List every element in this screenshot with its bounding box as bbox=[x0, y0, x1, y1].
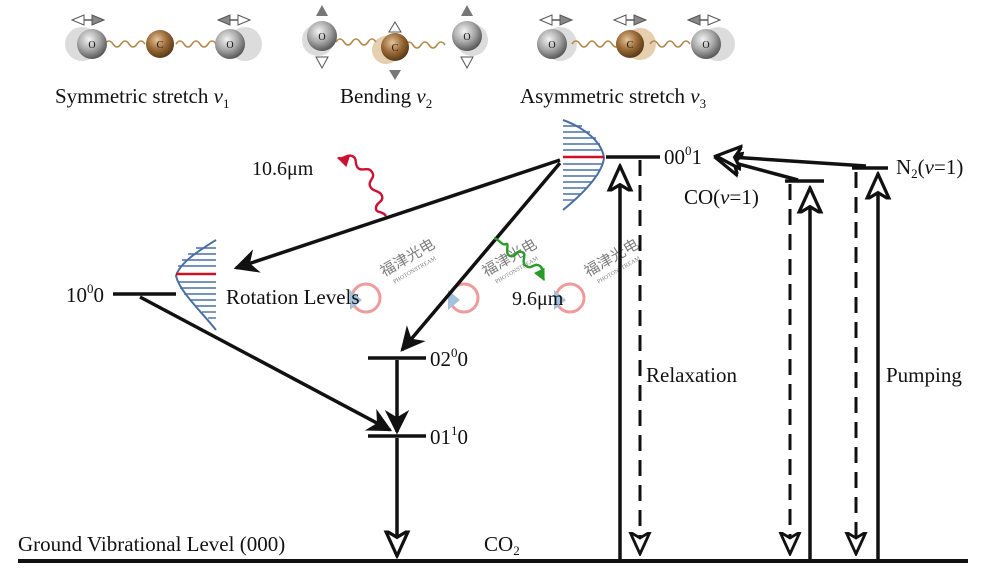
arrow-up-icon bbox=[461, 5, 473, 16]
level-011-label: 0110 bbox=[430, 423, 468, 449]
oxygen-atom bbox=[215, 29, 245, 59]
rotation-levels-lower bbox=[174, 239, 217, 331]
oxygen-atom bbox=[452, 21, 482, 51]
arrow-up-icon bbox=[316, 5, 328, 16]
level-n2-label: N2(v=1) bbox=[896, 155, 963, 181]
atom-label: O bbox=[88, 40, 95, 51]
double-arrow-icon bbox=[538, 14, 574, 26]
double-arrow-icon bbox=[70, 14, 106, 26]
arrow-down-icon bbox=[389, 70, 401, 80]
arrow-down-icon bbox=[315, 56, 329, 70]
mode-symmetric-label: Symmetric stretch v1 bbox=[55, 84, 229, 111]
photon-10-6-label: 10.6μm bbox=[252, 158, 314, 180]
watermark-logo-icon bbox=[554, 282, 586, 314]
rotation-levels-upper bbox=[562, 119, 606, 211]
co2-label: CO2 bbox=[484, 532, 520, 558]
atom-label: O bbox=[548, 40, 555, 51]
mode-asymmetric-label: Asymmetric stretch v3 bbox=[520, 84, 706, 111]
rotation-levels-label: Rotation Levels bbox=[226, 285, 360, 309]
transfer-n2-to-001 bbox=[716, 156, 867, 166]
mode-bending-label: Bending v2 bbox=[340, 84, 432, 111]
transition-001-to-100 bbox=[233, 158, 561, 273]
level-001-label: 0001 bbox=[664, 143, 702, 169]
ground-level-label: Ground Vibrational Level (000) bbox=[18, 532, 285, 556]
transition-001-to-020 bbox=[400, 161, 562, 352]
watermark-logo-icon bbox=[350, 282, 382, 314]
carbon-atom bbox=[146, 30, 174, 58]
arrow-down-icon bbox=[460, 56, 474, 70]
oxygen-atom bbox=[307, 21, 337, 51]
double-arrow-icon bbox=[216, 14, 252, 26]
atom-label: O bbox=[463, 32, 470, 43]
photon-9-6-label: 9.6μm bbox=[512, 288, 564, 310]
level-co-label: CO(v=1) bbox=[684, 185, 759, 209]
atom-label: O bbox=[226, 40, 233, 51]
carbon-atom bbox=[381, 33, 409, 61]
atom-label: C bbox=[392, 43, 399, 54]
mode-bending-molecule: O C O bbox=[302, 5, 488, 80]
carbon-atom bbox=[616, 30, 644, 58]
double-arrow-icon bbox=[686, 14, 722, 26]
oxygen-atom bbox=[77, 29, 107, 59]
photon-9-6-wave bbox=[493, 236, 546, 282]
double-arrow-icon bbox=[612, 14, 648, 26]
level-020-label: 0200 bbox=[430, 345, 468, 371]
pumping-label: Pumping bbox=[886, 363, 962, 387]
oxygen-atom bbox=[691, 29, 721, 59]
atom-label: O bbox=[702, 40, 709, 51]
mode-symmetric-molecule: O C O bbox=[65, 14, 262, 61]
oxygen-atom bbox=[537, 29, 567, 59]
mode-asymmetric-molecule: O C O bbox=[537, 14, 735, 61]
atom-label: C bbox=[627, 40, 634, 51]
watermark-logo-icon bbox=[448, 282, 480, 314]
relaxation-label: Relaxation bbox=[646, 363, 737, 387]
transition-100-to-011 bbox=[139, 295, 393, 432]
atom-label: O bbox=[318, 32, 325, 43]
watermark-group: 福津光电 PHOTONSTREAM 福津光电 PHOTONSTREAM 福津光电… bbox=[350, 236, 642, 314]
photon-10-6-wave bbox=[336, 154, 387, 217]
arrow-up-icon bbox=[388, 21, 402, 33]
level-100-label: 1000 bbox=[66, 281, 104, 307]
atom-label: C bbox=[157, 40, 164, 51]
